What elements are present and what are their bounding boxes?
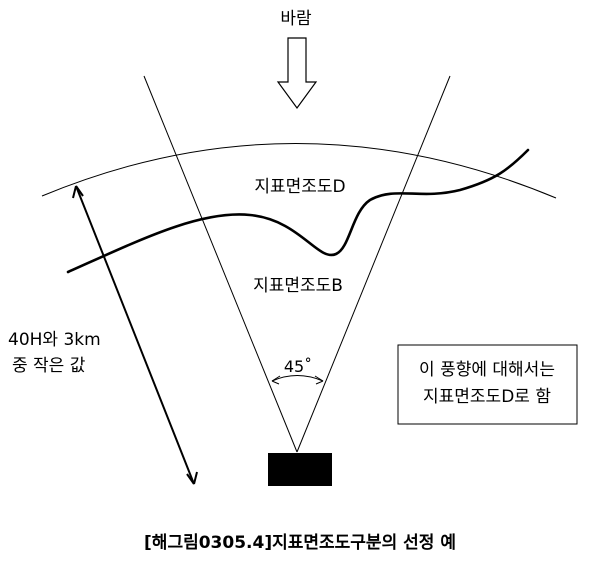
sector-right-line bbox=[296, 75, 451, 453]
angle-arc-head-right bbox=[314, 375, 324, 385]
angle-arc bbox=[271, 375, 324, 382]
distance-arrow-head-top bbox=[72, 185, 84, 199]
figure-caption: [해그림0305.4]지표면조도구분의 선정 예 bbox=[144, 533, 456, 553]
note-line2: 지표면조도D로 함 bbox=[423, 387, 551, 407]
building-block bbox=[268, 453, 332, 486]
angle-arc-head-left bbox=[271, 375, 281, 385]
distance-label-line1: 40H와 3km bbox=[8, 330, 101, 350]
note-box bbox=[397, 344, 578, 425]
distance-label-line2: 중 작은 값 bbox=[12, 356, 86, 376]
sector-left-line bbox=[143, 75, 298, 453]
wind-arrow-icon bbox=[276, 37, 318, 110]
wind-label: 바람 bbox=[280, 9, 312, 29]
distance-arc bbox=[41, 143, 557, 199]
note-line1: 이 풍향에 대해서는 bbox=[419, 360, 555, 380]
region-upper-label: 지표면조도D bbox=[254, 177, 345, 197]
angle-label: 45˚ bbox=[284, 357, 312, 376]
region-lower-label: 지표면조도B bbox=[253, 276, 343, 296]
distance-arrow bbox=[75, 185, 195, 485]
roughness-boundary-curve bbox=[66, 148, 530, 274]
distance-arrow-head-bottom bbox=[186, 471, 198, 485]
